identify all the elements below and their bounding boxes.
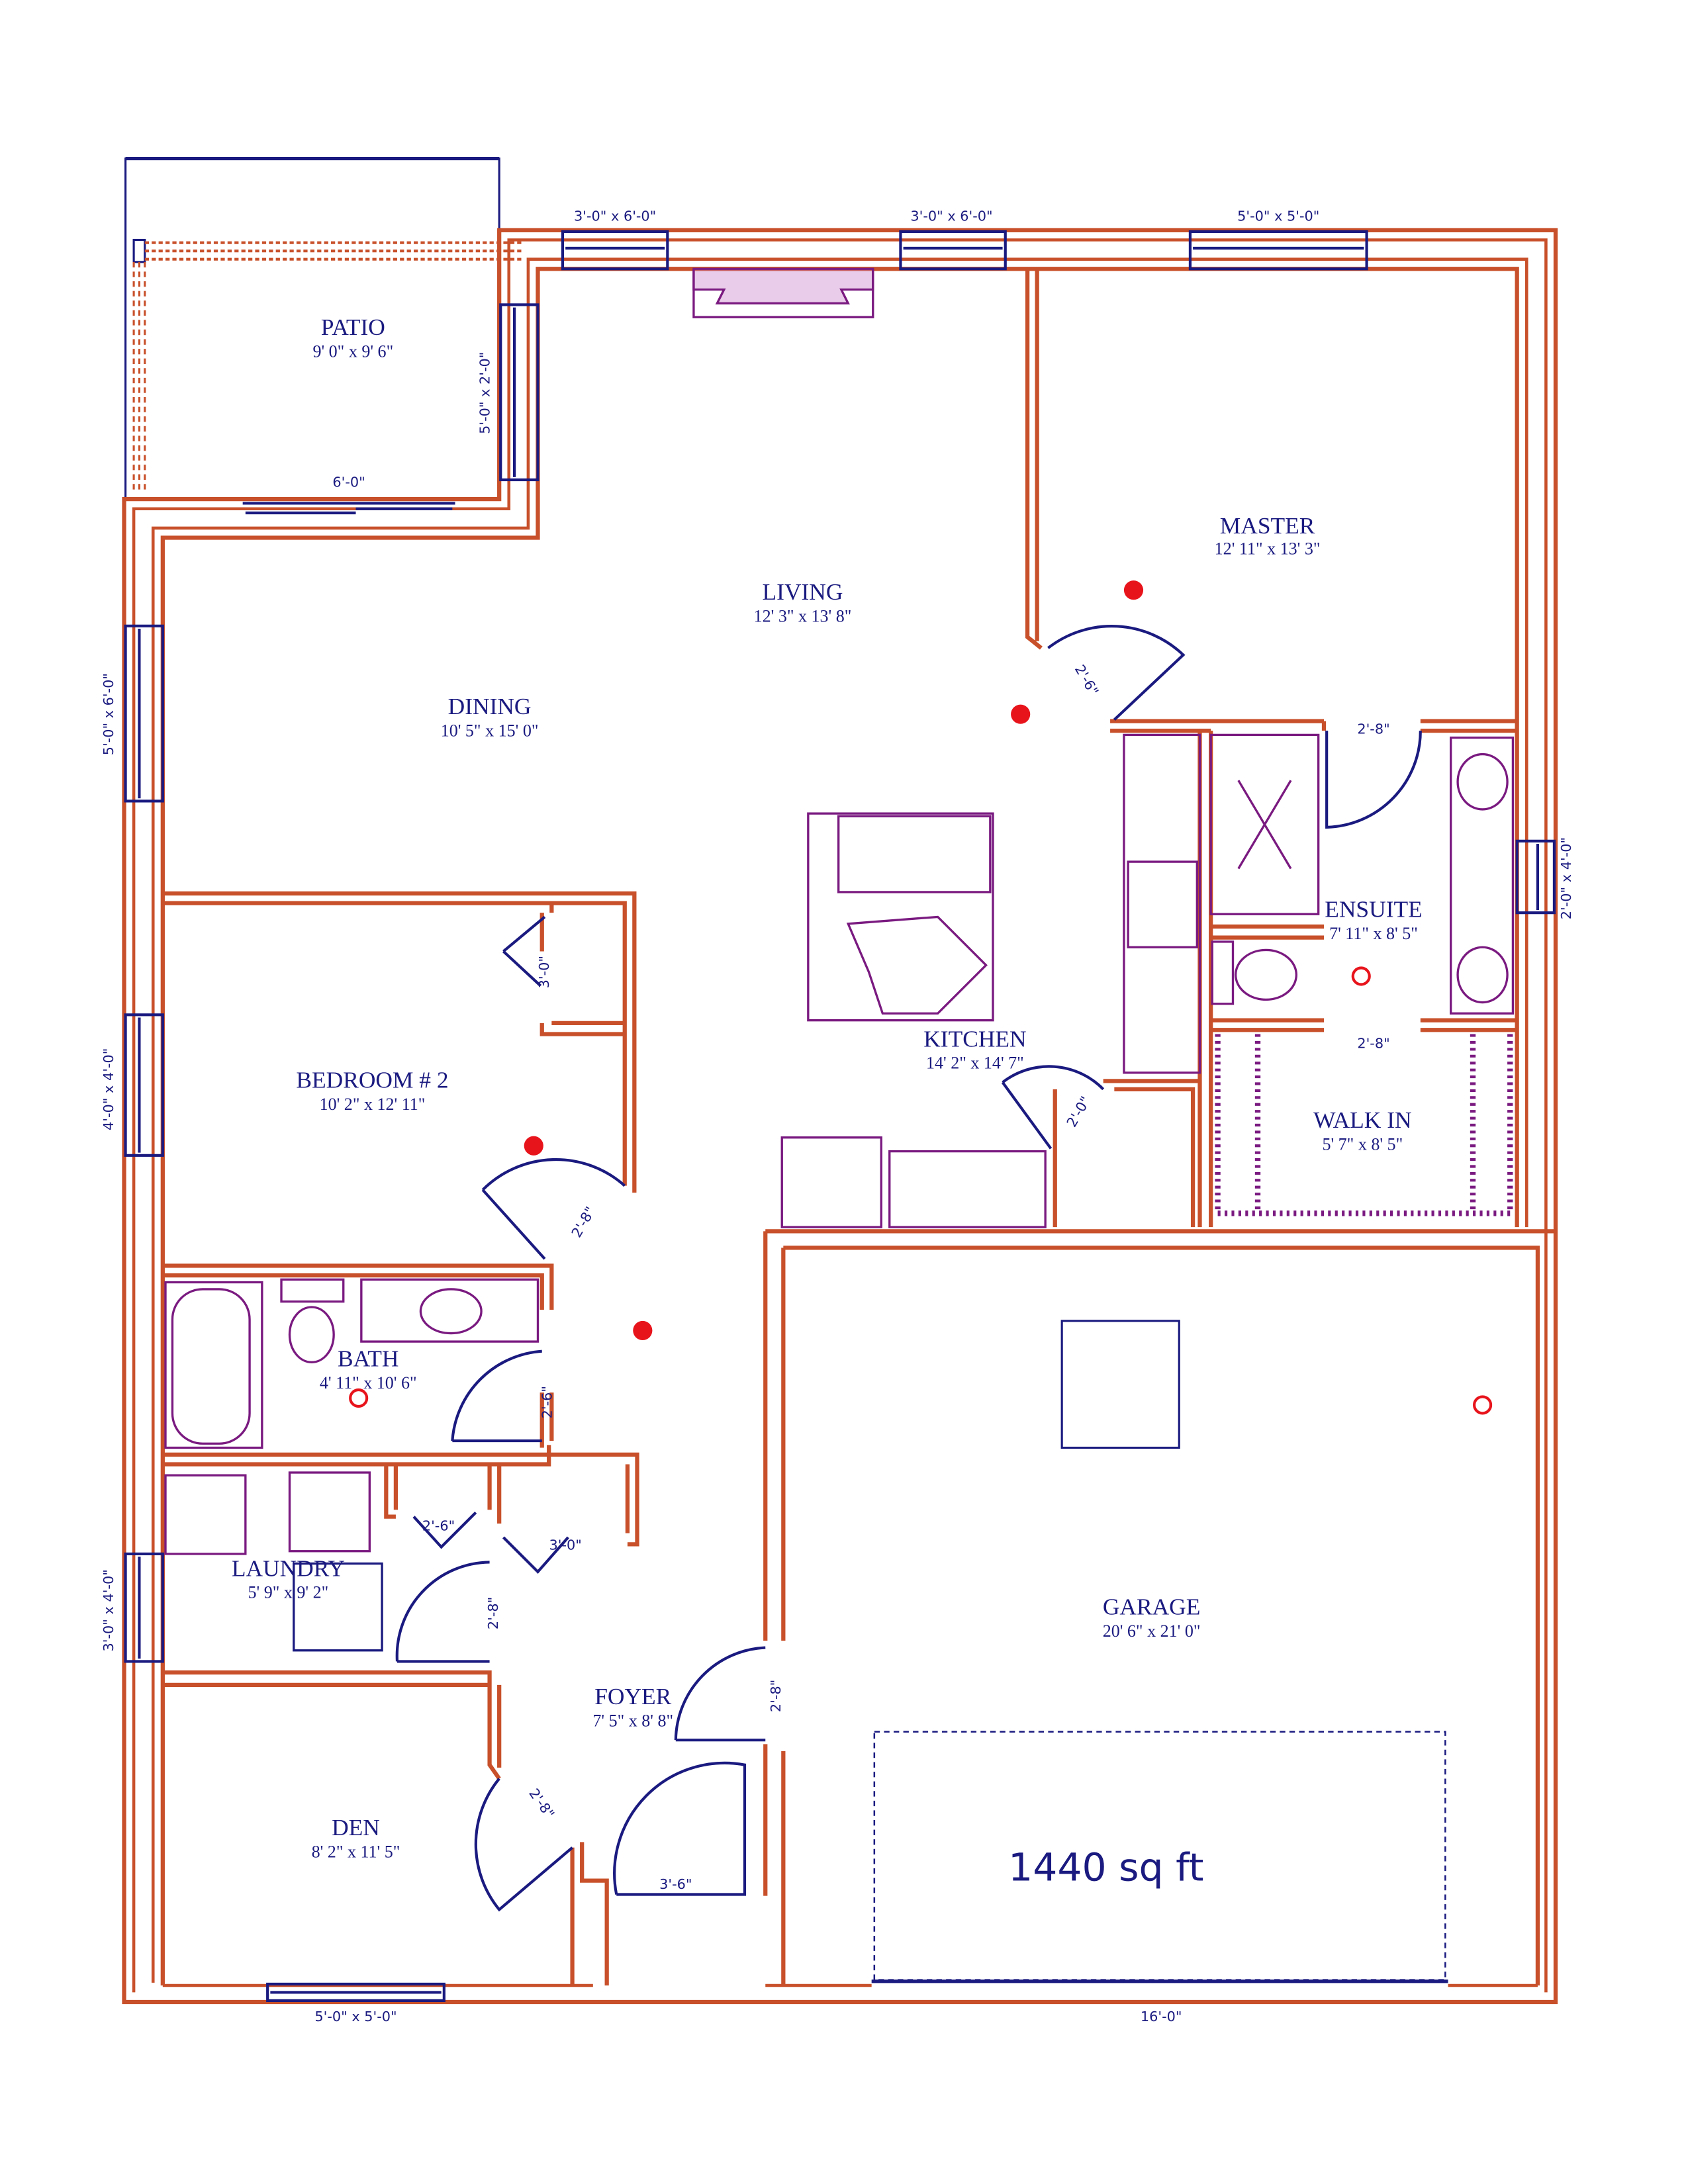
room-name-laundry: LAUNDRY — [232, 1555, 345, 1581]
window-label: 3'-0" x 4'-0" — [101, 1569, 117, 1651]
room-name-bath: BATH — [338, 1345, 399, 1372]
exhaust-fan-icon — [1351, 966, 1371, 986]
smoke-detector-icon — [1123, 580, 1144, 600]
room-dims-foyer: 7' 5" x 8' 8" — [592, 1711, 673, 1730]
door-label: 2'-8" — [1357, 721, 1389, 737]
doors — [395, 625, 1422, 1912]
windows — [124, 230, 1556, 2003]
window-label: 3'-0" x 6'-0" — [910, 208, 992, 224]
window-label: 6'-0" — [332, 474, 365, 490]
room-name-dining: DINING — [448, 693, 532, 719]
room-dims-laundry: 5' 9" x 9' 2" — [248, 1583, 329, 1602]
room-name-master: MASTER — [1220, 512, 1315, 539]
room-dims-kitchen: 14' 2" x 14' 7" — [926, 1054, 1024, 1073]
room-dims-living: 12' 3" x 13' 8" — [754, 607, 852, 626]
door-label: 2'-8" — [569, 1204, 598, 1240]
window-label: 5'-0" x 2'-0" — [477, 352, 493, 434]
room-dims-bedroom-2: 10' 2" x 12' 11" — [320, 1095, 426, 1114]
door-label: 2'-8" — [485, 1597, 501, 1629]
door-label: 2'-8" — [1357, 1035, 1389, 1051]
room-dims-walk-in: 5' 7" x 8' 5" — [1322, 1134, 1403, 1154]
room-dims-bath: 4' 11" x 10' 6" — [320, 1373, 417, 1392]
exhaust-fan-icon — [349, 1388, 369, 1408]
window-labels: 3'-0" x 6'-0" 3'-0" x 6'-0" 5'-0" x 5'-0… — [101, 208, 1574, 2025]
door-label: 2'-6" — [539, 1386, 555, 1418]
door-label: 2'-6" — [1072, 662, 1102, 698]
window-label: 3'-0" x 6'-0" — [574, 208, 656, 224]
window-label: 2'-0" x 4'-0" — [1558, 837, 1574, 919]
room-name-walk-in: WALK IN — [1313, 1107, 1411, 1133]
door-label: 3'-6" — [659, 1876, 692, 1892]
room-dims-master: 12' 11" x 13' 3" — [1215, 539, 1321, 559]
room-dims-patio: 9' 0" x 9' 6" — [312, 342, 393, 361]
room-dims-den: 8' 2" x 11' 5" — [312, 1842, 400, 1861]
door-label: 2'-8" — [526, 1786, 557, 1821]
door-label: 2'-0" — [1064, 1093, 1094, 1130]
window-label: 16'-0" — [1141, 2009, 1182, 2025]
room-name-patio: PATIO — [321, 314, 385, 340]
co-detector-icon — [633, 1320, 653, 1340]
window-label: 5'-0" x 5'-0" — [1237, 208, 1319, 224]
window-label: 4'-0" x 4'-0" — [101, 1048, 117, 1130]
co-detector-icon — [1011, 704, 1031, 724]
room-name-bedroom-2: BEDROOM # 2 — [296, 1067, 448, 1093]
room-dims-dining: 10' 5" x 15' 0" — [441, 721, 539, 741]
markers — [349, 580, 1493, 1415]
door-label: 3'-0" — [536, 956, 552, 988]
door-label: 3'-0" — [549, 1537, 582, 1553]
room-name-living: LIVING — [763, 578, 843, 605]
window-label: 5'-0" x 5'-0" — [314, 2009, 397, 2025]
room-labels: PATIO 9' 0" x 9' 6" LIVING 12' 3" x 13' … — [232, 314, 1423, 1889]
door-label: 2'-6" — [422, 1518, 455, 1534]
smoke-detector-icon — [524, 1136, 543, 1156]
room-name-kitchen: KITCHEN — [923, 1025, 1026, 1052]
room-dims-garage: 20' 6" x 21' 0" — [1103, 1621, 1201, 1641]
room-name-foyer: FOYER — [594, 1683, 671, 1709]
room-name-ensuite: ENSUITE — [1325, 895, 1423, 922]
room-dims-ensuite: 7' 11" x 8' 5" — [1329, 924, 1418, 943]
total-area-label: 1440 sq ft — [1008, 1845, 1203, 1890]
fixtures — [164, 267, 1515, 1981]
door-label: 2'-8" — [768, 1680, 784, 1712]
door-labels: 2'-6" 2'-8" 2'-8" 2'-0" 3'-0" 2'-8" 2'-6… — [422, 662, 1390, 1892]
room-name-garage: GARAGE — [1103, 1594, 1201, 1620]
interior-walls — [162, 269, 1556, 1985]
room-name-den: DEN — [332, 1814, 380, 1841]
window-label: 5'-0" x 6'-0" — [101, 673, 117, 755]
light-fixture-icon — [1473, 1395, 1493, 1415]
